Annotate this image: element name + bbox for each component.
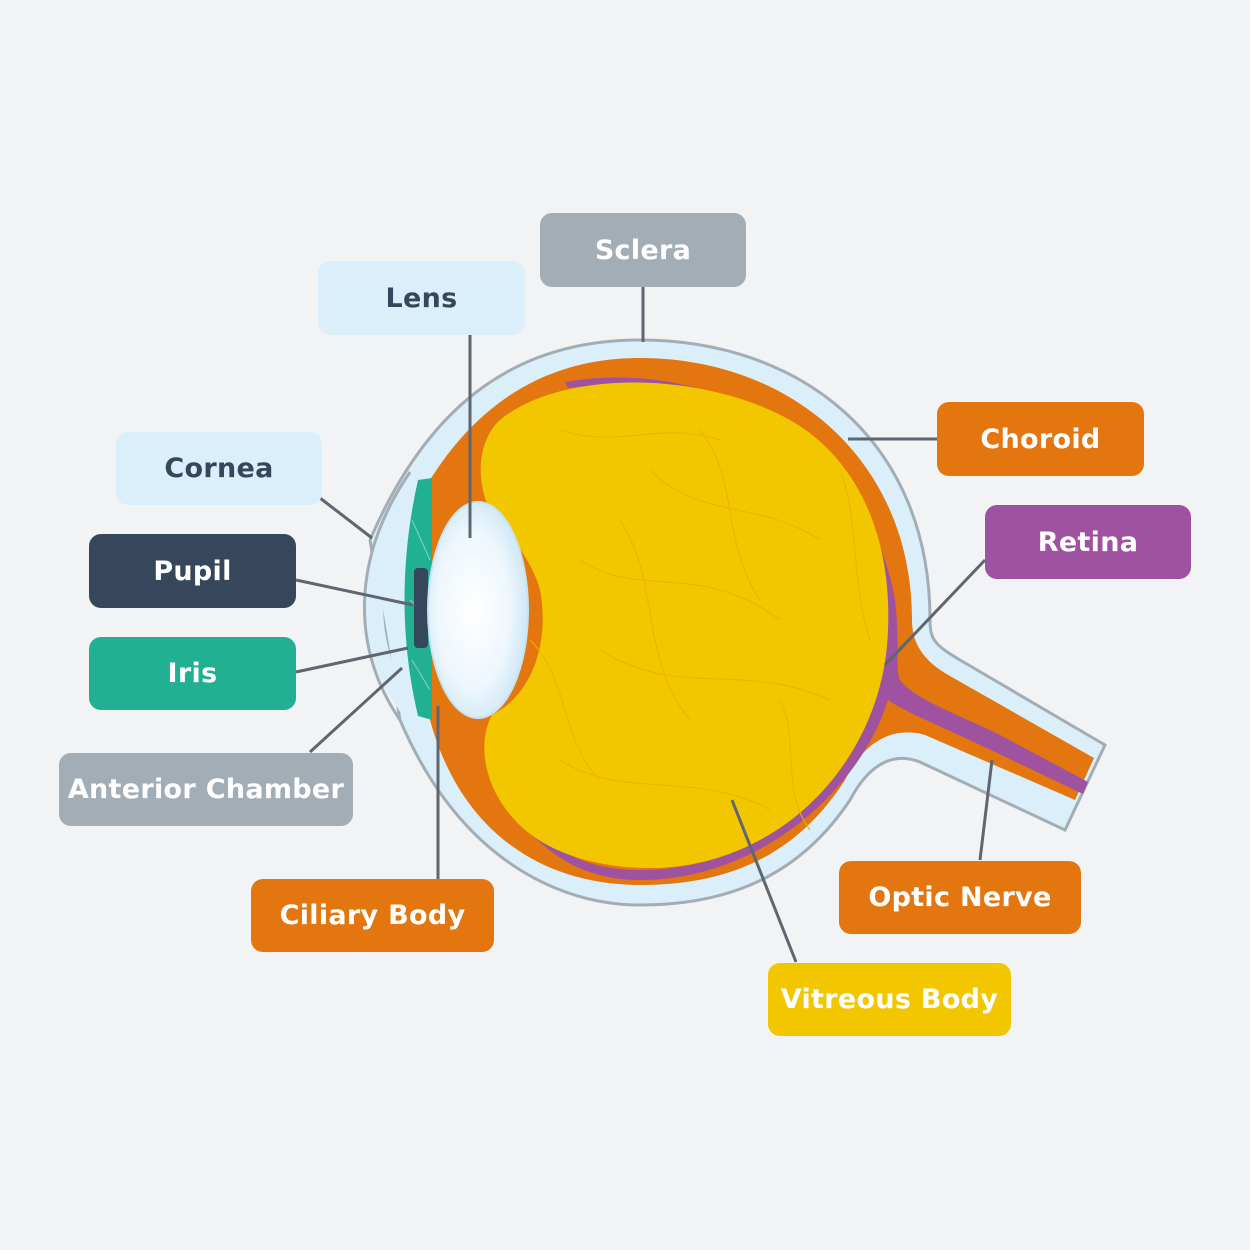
vitreous-body-shape	[480, 382, 889, 868]
vitreous-body-label: Vitreous Body	[768, 963, 1011, 1036]
iris-label: Iris	[89, 637, 296, 710]
cornea-leader-line	[319, 496, 373, 540]
pupil-leader-line	[295, 578, 414, 607]
anterior-chamber-label: Anterior Chamber	[59, 753, 353, 826]
retina-leader-line	[883, 558, 987, 667]
pupil-shape	[414, 568, 428, 648]
retina-label: Retina	[985, 505, 1191, 579]
optic-nerve-leader-line	[978, 759, 994, 861]
sclera-label: Sclera	[540, 213, 746, 287]
leader-lines	[295, 287, 994, 963]
optic-nerve-label: Optic Nerve	[839, 861, 1081, 934]
cornea-label: Cornea	[116, 432, 322, 505]
ciliary-body-label: Ciliary Body	[251, 879, 494, 952]
lens-shape	[427, 501, 529, 719]
iris-leader-line	[295, 646, 409, 674]
lens-label: Lens	[318, 261, 525, 335]
anterior-chamber-leader-line	[308, 666, 404, 754]
choroid-label: Choroid	[937, 402, 1144, 476]
vitreous-body-leader-line	[730, 799, 798, 963]
pupil-label: Pupil	[89, 534, 296, 608]
